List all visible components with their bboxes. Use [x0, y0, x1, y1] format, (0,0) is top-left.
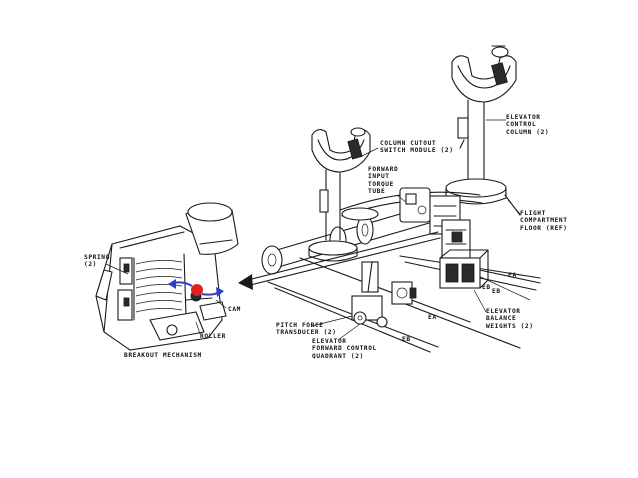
- label-cable-ea-upper: EA: [508, 272, 517, 279]
- right-control-column: [445, 45, 517, 205]
- label-cable-ea-lower: EA: [428, 314, 437, 321]
- label-cable-eb-lower: EB: [402, 336, 411, 343]
- label-elevator-balance-weights: ELEVATOR BALANCE WEIGHTS (2): [486, 308, 534, 330]
- label-roller: ROLLER: [200, 333, 226, 340]
- label-elevator-forward-control-quadrant: ELEVATOR FORWARD CONTROL QUADRANT (2): [312, 338, 377, 360]
- elevator-forward-control-quadrant: [351, 261, 417, 328]
- label-elevator-control-column: ELEVATOR CONTROL COLUMN (2): [506, 114, 550, 136]
- elevator-balance-weights: [439, 249, 489, 289]
- label-cable-eb-upper: EB: [482, 284, 491, 291]
- leader-lines: [105, 119, 521, 341]
- left-control-column: [308, 127, 371, 262]
- label-spring: SPRING (2): [84, 254, 110, 269]
- label-cam: CAM: [228, 306, 241, 313]
- breakout-mechanism-detail: [95, 202, 239, 351]
- label-breakout-mechanism: BREAKOUT MECHANISM: [124, 352, 202, 359]
- label-pitch-force-transducer: PITCH FORCE TRANSDUCER (2): [276, 322, 337, 337]
- label-cable-eb-right: EB: [492, 288, 501, 295]
- column-cutout-switch-module: [399, 187, 471, 261]
- callout-arrow: [238, 231, 441, 290]
- label-flight-compartment-floor: FLIGHT COMPARTMENT FLOOR (REF): [520, 210, 568, 232]
- label-column-cutout-switch-module: COLUMN CUTOUT SWITCH MODULE (2): [380, 140, 454, 155]
- label-forward-input-torque-tube: FORWARD INPUT TORQUE TUBE: [368, 166, 399, 196]
